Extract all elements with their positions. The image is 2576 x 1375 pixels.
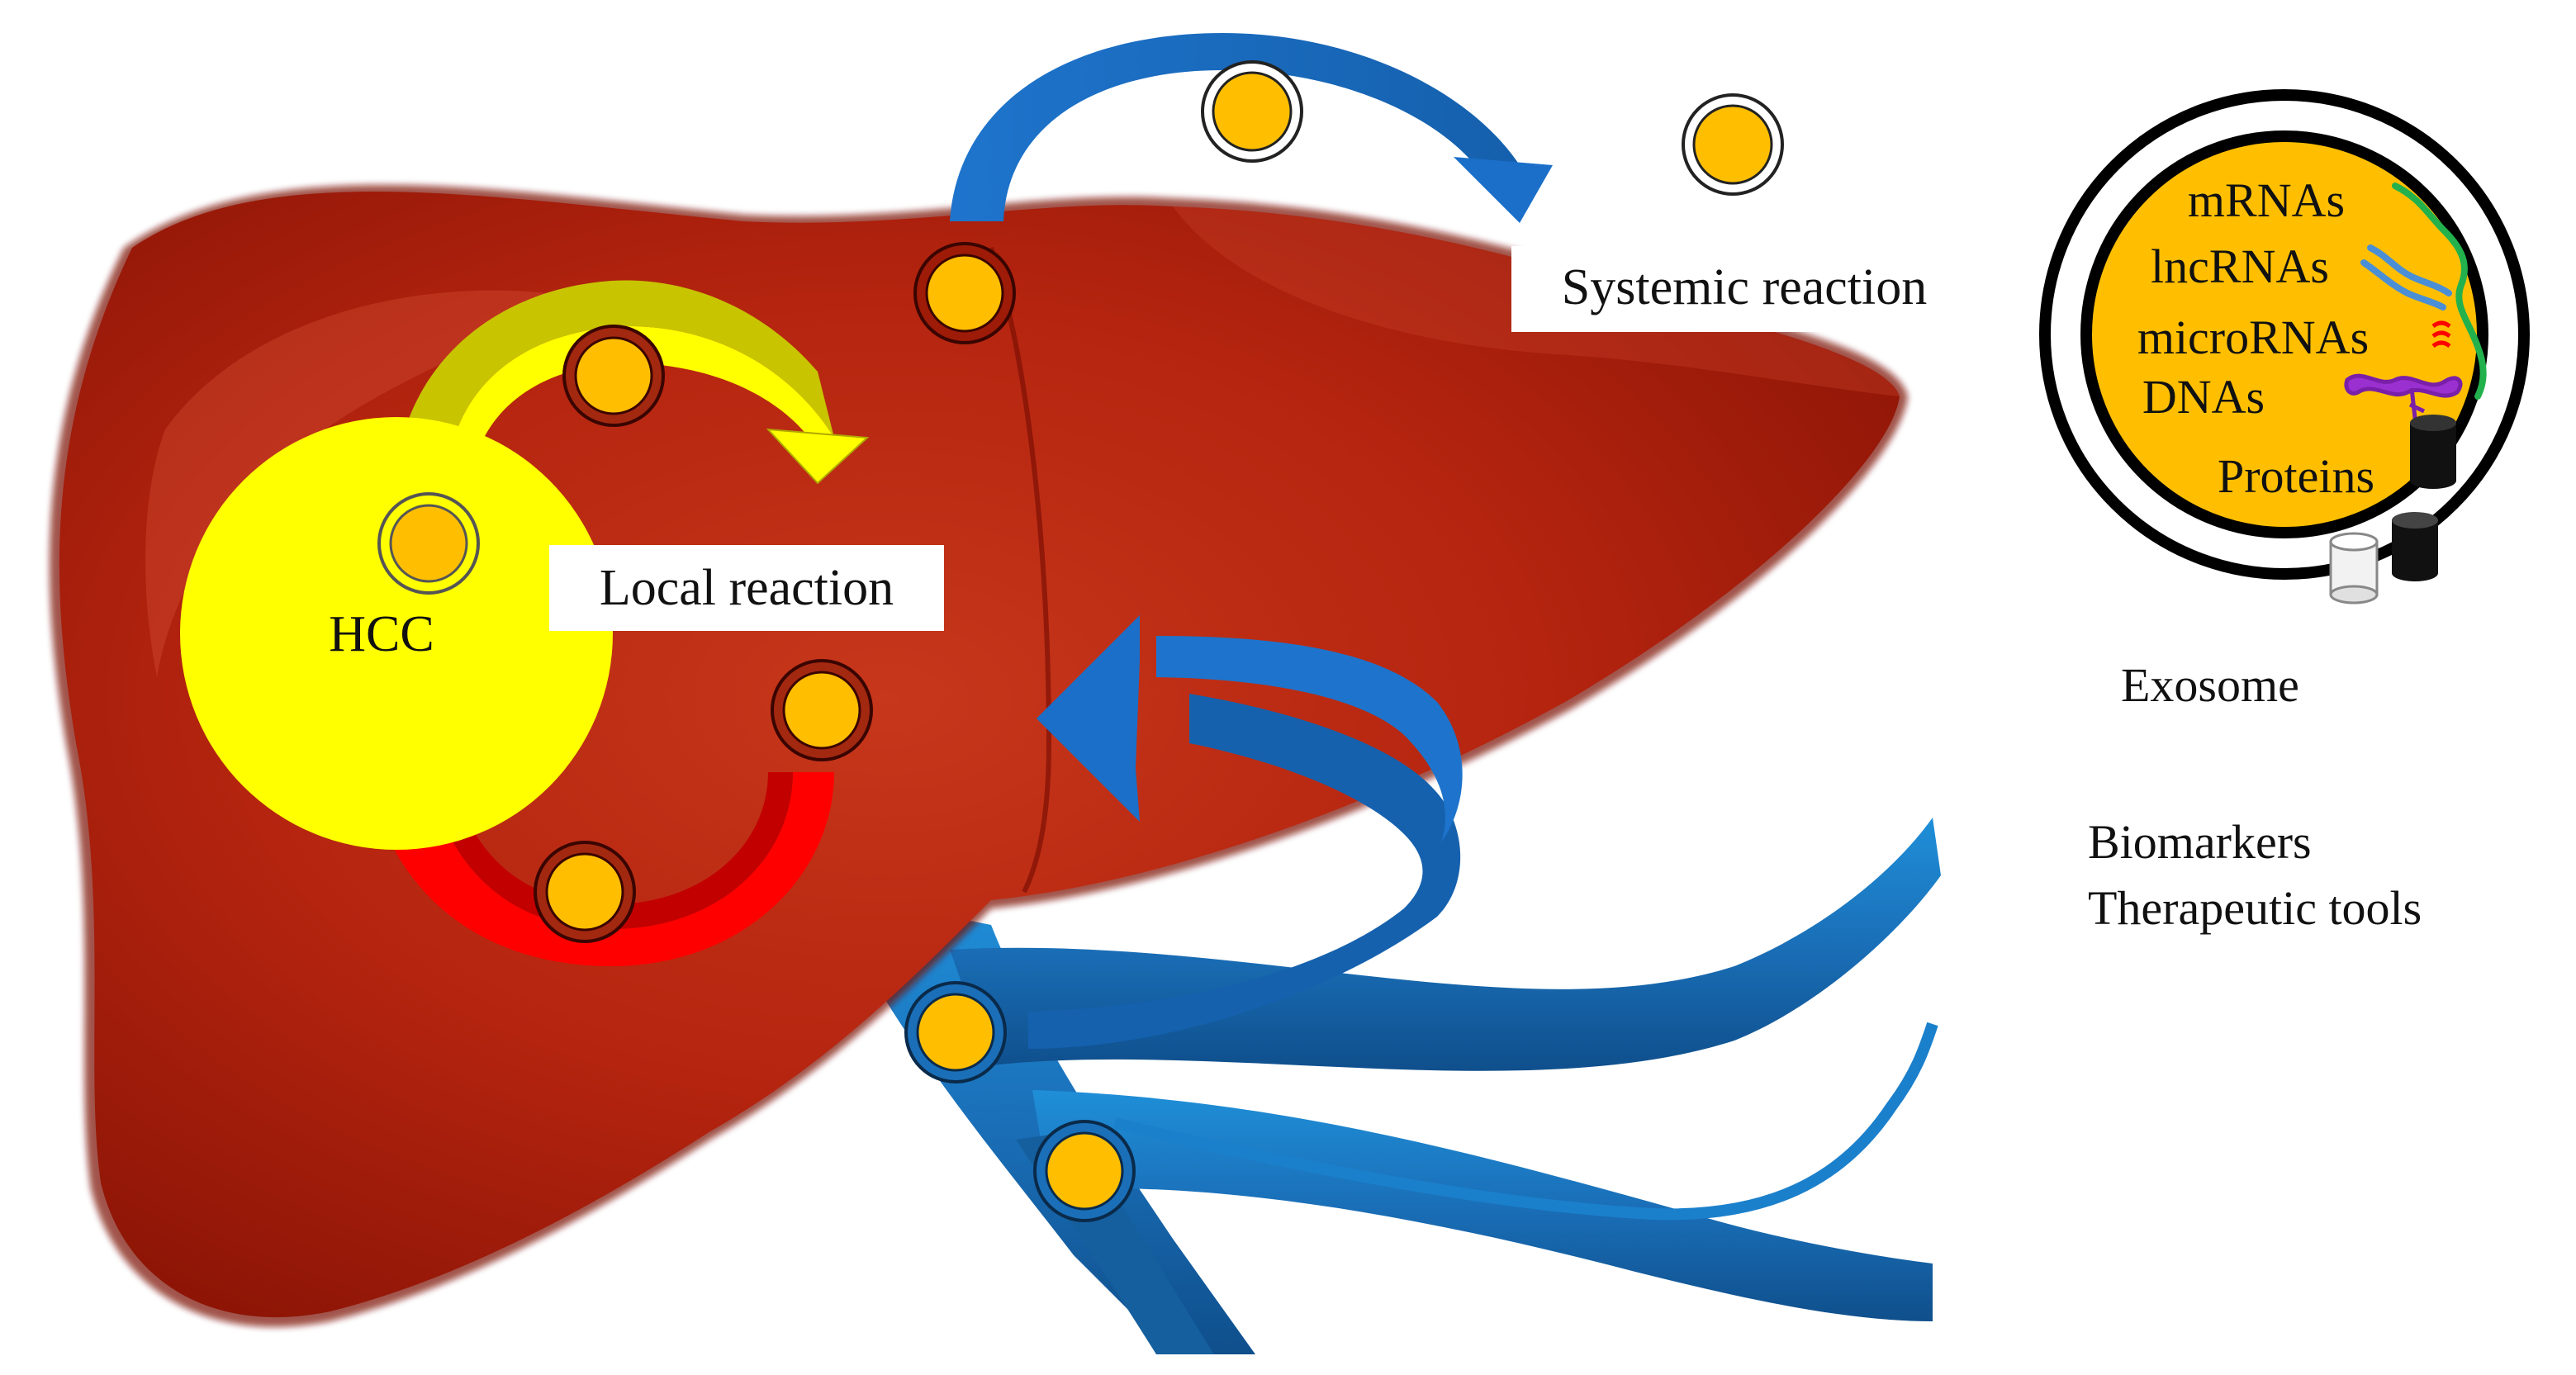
exosome-particle <box>771 659 873 761</box>
exosome-detail: mRNAs lncRNAs microRNAs DNAs Proteins <box>2039 89 2530 605</box>
liver-highlight <box>145 290 579 677</box>
systemic-reaction-label-box: Systemic reaction <box>1511 246 1957 332</box>
systemic-reaction-label-bg <box>1511 246 1957 332</box>
exosome-particle <box>913 242 1016 344</box>
return-arrow-upper <box>1156 636 1463 842</box>
local-reaction-label-box: Local reaction <box>549 545 944 631</box>
vessel-thin-branch <box>1113 1022 1938 1221</box>
mrna-strand-icon <box>2392 183 2487 400</box>
exosome-particle <box>377 492 480 595</box>
local-reaction-label-bg <box>549 545 944 631</box>
protein-cylinder-icon <box>2410 415 2456 489</box>
exosome-caption: Exosome <box>2121 658 2299 712</box>
exosome-particle <box>1033 1120 1136 1222</box>
yellow-arrow-body <box>395 280 834 481</box>
microrna-icon <box>2431 320 2451 348</box>
exosome-particle <box>1682 93 1784 196</box>
membrane-protein-white-icon <box>2329 532 2379 605</box>
application-biomarkers: Biomarkers <box>2088 815 2312 869</box>
cargo-dnas-label: DNAs <box>2142 370 2265 424</box>
exosome-inner-membrane <box>2080 130 2488 538</box>
systemic-arrow-head <box>1454 157 1553 223</box>
yellow-arrow-head <box>766 428 870 485</box>
hcc-tumor: HCC <box>180 417 613 850</box>
exosome-particles <box>377 60 1784 1222</box>
lncrna-strand-icon <box>2367 244 2452 296</box>
cargo-micrornas-label: microRNAs <box>2137 311 2369 364</box>
systemic-reaction-arrow <box>950 33 1553 223</box>
yellow-arrow-face <box>446 326 834 481</box>
hcc-label: HCC <box>329 606 434 662</box>
lncrna-strand-icon-2 <box>2360 259 2446 311</box>
vessel-return-arrow <box>1028 615 1463 1049</box>
local-reaction-label: Local reaction <box>600 560 894 616</box>
exosome-particle <box>1201 60 1303 163</box>
exosome-particle <box>534 841 636 943</box>
application-therapeutic-tools: Therapeutic tools <box>2088 881 2422 935</box>
systemic-arrow-body <box>950 33 1520 221</box>
cargo-mrnas-label: mRNAs <box>2188 173 2345 227</box>
vessel-lower-branch <box>1032 1090 1933 1321</box>
applications-list: Biomarkers Therapeutic tools <box>2088 809 2422 941</box>
systemic-reaction-label: Systemic reaction <box>1562 259 1927 315</box>
return-arrow-head <box>1037 615 1140 822</box>
red-arrow-body <box>380 772 834 966</box>
exosome-particle <box>562 325 665 427</box>
membrane-protein-black-icon <box>2392 512 2438 581</box>
cargo-lncrnas-label: lncRNAs <box>2151 239 2329 293</box>
red-arrow-inner-shade <box>438 772 793 929</box>
hcc-tumor-circle <box>180 417 613 850</box>
liver-lobe-fissure <box>989 247 1052 894</box>
exosome-particle <box>904 981 1007 1083</box>
local-reaction-arrows <box>355 280 870 966</box>
return-arrow-body <box>1028 694 1461 1049</box>
cargo-proteins-label: Proteins <box>2218 449 2374 503</box>
